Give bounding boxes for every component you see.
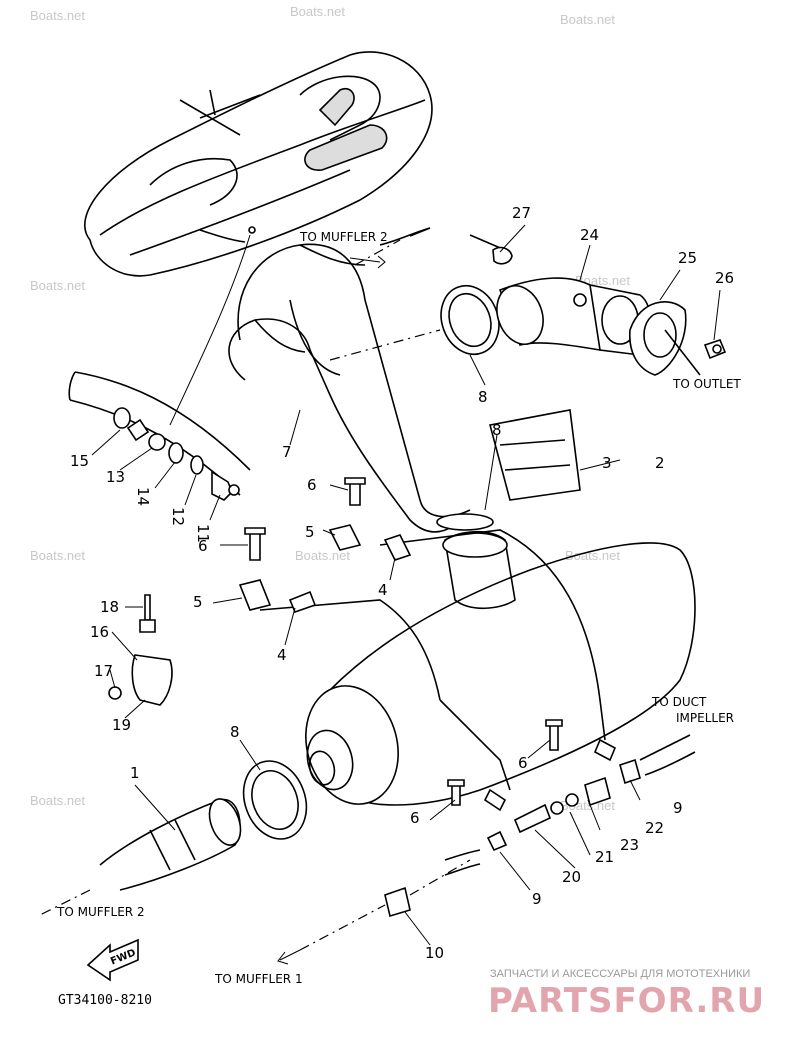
callout-2: 2: [655, 454, 665, 472]
note-impeller: IMPELLER: [676, 711, 734, 725]
callout-12: 12: [169, 507, 187, 526]
watermark: Boats.net: [30, 8, 85, 23]
diagram-code: GT34100-8210: [58, 993, 152, 1008]
callout-25: 25: [678, 249, 697, 267]
callout-8: 8: [478, 388, 488, 406]
callout-23: 23: [620, 836, 639, 854]
callout-27: 27: [512, 204, 531, 222]
watermark: Boats.net: [30, 278, 85, 293]
hose-and-fasteners-left: [68, 371, 251, 501]
callout-21: 21: [595, 848, 614, 866]
callout-20: 20: [562, 868, 581, 886]
callout-17: 17: [94, 662, 113, 680]
callout-3: 3: [602, 454, 612, 472]
callout-24: 24: [580, 226, 599, 244]
callout-26: 26: [715, 269, 734, 287]
callout-7: 7: [282, 443, 292, 461]
callout-5: 5: [193, 593, 203, 611]
callout-16: 16: [90, 623, 109, 641]
outlet-assembly: [440, 224, 727, 376]
note-to-duct: TO DUCT: [651, 695, 707, 709]
forward-arrow-icon: FWD: [86, 938, 139, 982]
brand-name: PARTSFOR.RU: [488, 981, 765, 1021]
leader-lines: [91, 354, 641, 946]
callout-11: 11: [194, 524, 212, 543]
note-to-muffler-1: TO MUFFLER 1: [214, 972, 303, 986]
callout-4: 4: [277, 646, 287, 664]
watermark: Boats.net: [30, 548, 85, 563]
lower-pipe: [39, 760, 308, 916]
callout-15: 15: [70, 452, 89, 470]
callout-1: 1: [130, 764, 140, 782]
watermark: Boats.net: [295, 548, 350, 563]
watercraft-illustration: [84, 51, 433, 426]
callout-labels: 1 2 3 4 4 5 5 6 6 6 6 7 8 8 8 9 9 10 11 …: [70, 204, 734, 962]
callout-4: 4: [378, 581, 388, 599]
note-to-outlet: TO OUTLET: [672, 377, 741, 391]
callout-6: 6: [518, 754, 528, 772]
exhaust-pipe-7: [228, 227, 506, 533]
callout-10: 10: [425, 944, 444, 962]
callout-8: 8: [492, 421, 502, 439]
small-hardware: [108, 477, 696, 951]
callout-5: 5: [305, 523, 315, 541]
callout-6: 6: [307, 476, 317, 494]
callout-13: 13: [106, 468, 125, 486]
callout-9: 9: [673, 799, 683, 817]
watermark: Boats.net: [565, 548, 620, 563]
callout-19: 19: [112, 716, 131, 734]
callout-9: 9: [532, 890, 542, 908]
callout-22: 22: [645, 819, 664, 837]
brand-logo: ЗАПЧАСТИ И АКСЕССУАРЫ ДЛЯ МОТОТЕХНИКИ PA…: [488, 968, 765, 1021]
callout-8: 8: [230, 723, 240, 741]
note-to-muffler-2-bottom: TO MUFFLER 2: [56, 905, 145, 919]
watermark: Boats.net: [290, 4, 345, 19]
callout-18: 18: [100, 598, 119, 616]
annotations: TO MUFFLER 2 TO OUTLET TO DUCT IMPELLER …: [56, 230, 741, 986]
note-to-muffler-2-top: TO MUFFLER 2: [299, 230, 388, 244]
muffler-body: [259, 409, 696, 812]
callout-6: 6: [410, 809, 420, 827]
watermark: Boats.net: [30, 793, 85, 808]
watermark: Boats.net: [560, 12, 615, 27]
brand-tagline: ЗАПЧАСТИ И АКСЕССУАРЫ ДЛЯ МОТОТЕХНИКИ: [490, 968, 750, 980]
callout-6: 6: [198, 537, 208, 555]
callout-14: 14: [134, 487, 152, 506]
